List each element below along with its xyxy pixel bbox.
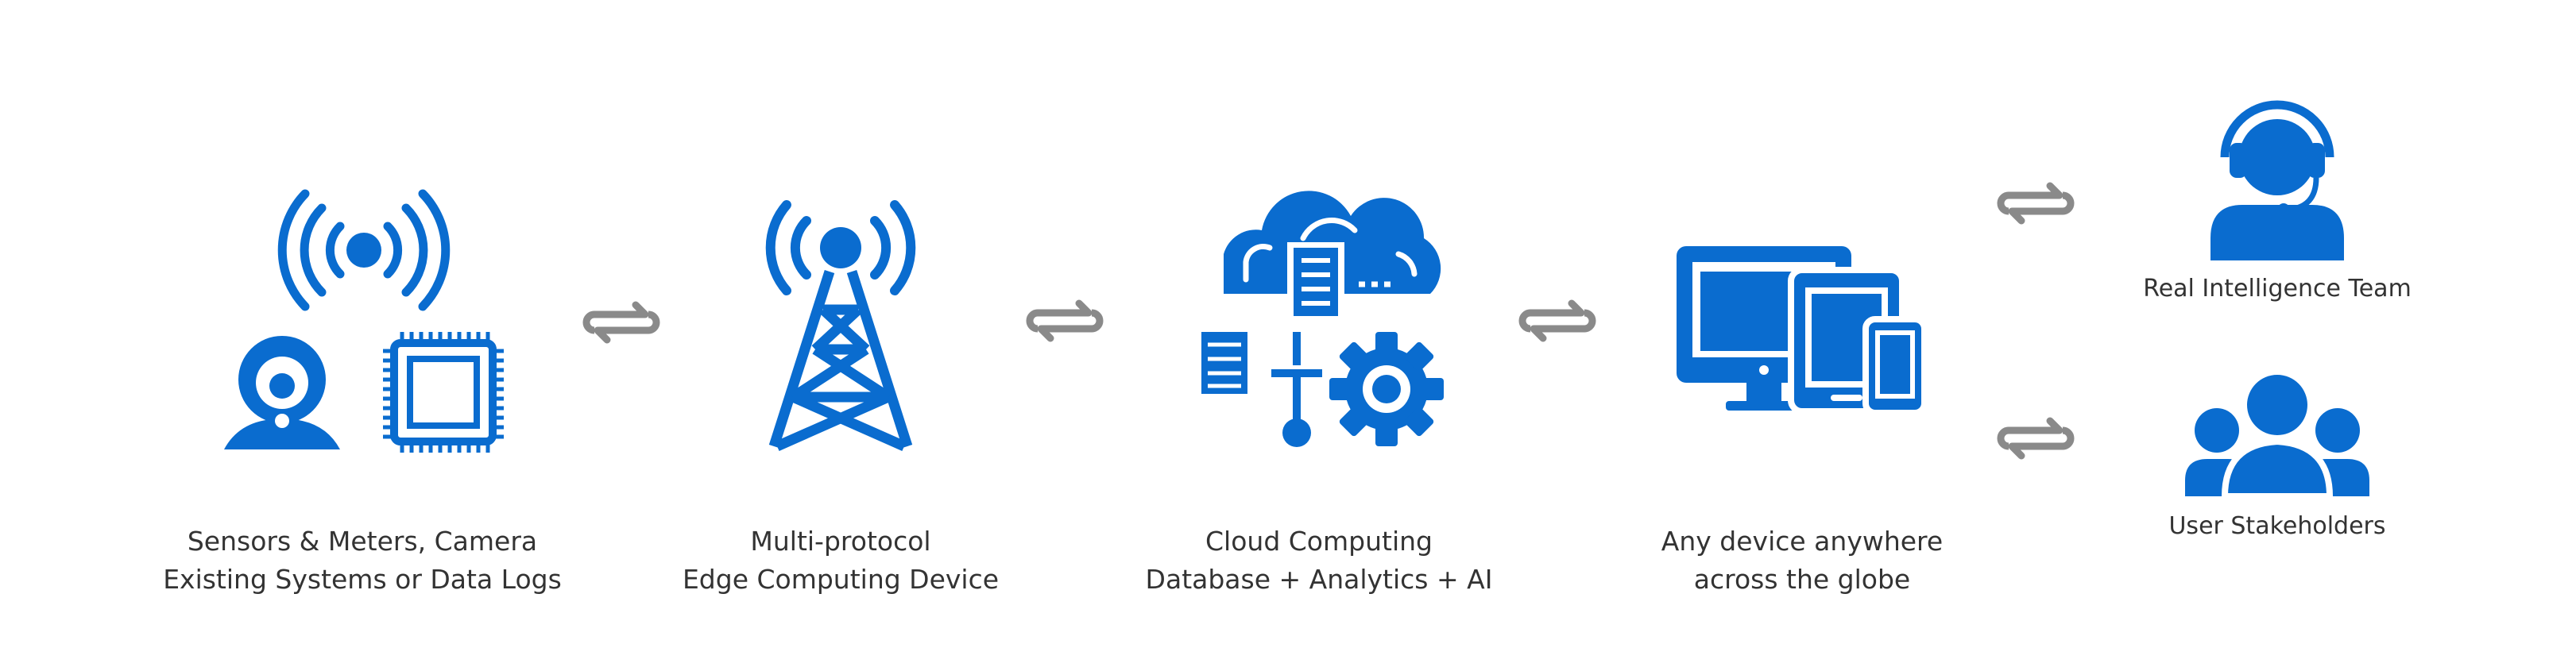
wifi-signal-icon [277, 189, 451, 311]
caption-line-1: Any device anywhere [1661, 526, 1944, 557]
stage-caption-sensors: Sensors & Meters, Camera Existing System… [163, 523, 562, 599]
headset-agent-icon [2210, 100, 2344, 260]
caption-line-2: across the globe [1693, 564, 1911, 595]
arrow-connector-4 [2001, 186, 2071, 221]
arrow-connector-3 [1522, 303, 1592, 338]
caption-line-2: Database + Analytics + AI [1145, 564, 1493, 595]
caption-line-1: Sensors & Meters, Camera [187, 526, 538, 557]
multi-device-icon [1677, 246, 1928, 416]
radio-tower-icon [765, 200, 916, 451]
caption-line-2: Edge Computing Device [682, 564, 1000, 595]
cloud-database-gear-icon [1201, 191, 1444, 447]
recipient-label-team: Real Intelligence Team [2143, 275, 2412, 303]
recipient-label-stakeholders: User Stakeholders [2168, 512, 2386, 540]
user-group-icon [2185, 375, 2369, 499]
sensors-camera-chip-icon [224, 189, 504, 453]
microchip-icon [383, 332, 504, 453]
caption-line-2: Existing Systems or Data Logs [163, 564, 562, 595]
webcam-icon [224, 336, 340, 449]
arrow-connector-2 [1030, 303, 1100, 338]
arrow-connector-5 [2001, 421, 2071, 456]
caption-line-1: Cloud Computing [1205, 526, 1433, 557]
stage-caption-cloud: Cloud Computing Database + Analytics + A… [1146, 523, 1493, 599]
arrow-connector-1 [586, 305, 656, 340]
caption-line-1: Multi-protocol [750, 526, 931, 557]
stage-caption-devices: Any device anywhere across the globe [1661, 523, 1943, 599]
stage-caption-edge: Multi-protocol Edge Computing Device [683, 523, 999, 599]
